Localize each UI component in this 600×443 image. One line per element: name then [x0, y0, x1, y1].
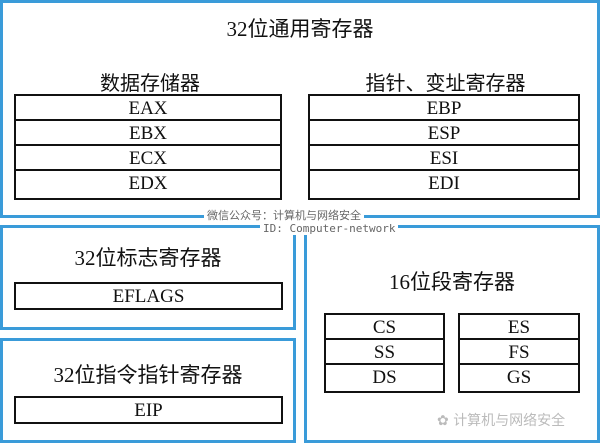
register-ebp: EBP — [310, 96, 578, 121]
flags-register-title: 32位标志寄存器 — [74, 246, 222, 270]
register-esp: ESP — [310, 121, 578, 146]
register-eax: EAX — [16, 96, 280, 121]
register-es: ES — [460, 315, 578, 340]
flags-register-box: EFLAGS — [14, 282, 283, 310]
register-eip: EIP — [134, 400, 163, 421]
register-ss: SS — [326, 340, 443, 365]
instruction-pointer-panel: 32位指令指针寄存器 EIP — [0, 338, 296, 443]
data-registers-box: EAX EBX ECX EDX — [14, 94, 282, 200]
pointer-registers-label: 指针、变址寄存器 — [365, 73, 526, 95]
register-fs: FS — [460, 340, 578, 365]
segment-registers-panel: 16位段寄存器 CS SS DS ES FS GS ✿ 计算机与网络安全 — [304, 225, 600, 443]
instruction-pointer-title: 32位指令指针寄存器 — [53, 363, 243, 387]
register-cs: CS — [326, 315, 443, 340]
watermark-line2: ID: Computer-network — [260, 222, 399, 235]
instruction-pointer-box: EIP — [14, 396, 283, 424]
wechat-icon: ✿ — [437, 413, 449, 429]
register-ecx: ECX — [16, 146, 280, 171]
watermark-logo-text: 计算机与网络安全 — [453, 413, 566, 429]
register-eflags: EFLAGS — [112, 286, 185, 307]
segment-right-box: ES FS GS — [458, 313, 580, 393]
register-gs: GS — [506, 367, 532, 388]
register-edi: EDI — [428, 173, 460, 194]
segment-registers-title: 16位段寄存器 — [389, 270, 515, 294]
register-esi: ESI — [310, 146, 578, 171]
flags-register-panel: 32位标志寄存器 EFLAGS — [0, 225, 296, 330]
register-ebx: EBX — [16, 121, 280, 146]
register-edx: EDX — [128, 173, 168, 194]
watermark-logo: ✿ 计算机与网络安全 — [437, 410, 565, 430]
pointer-registers-box: EBP ESP ESI EDI — [308, 94, 580, 200]
register-ds: DS — [372, 367, 397, 388]
general-registers-title: 32位通用寄存器 — [226, 17, 374, 41]
segment-left-box: CS SS DS — [324, 313, 445, 393]
watermark-line1: 微信公众号：计算机与网络安全 — [204, 207, 364, 223]
data-registers-label: 数据存储器 — [100, 73, 200, 95]
general-registers-panel: 32位通用寄存器 数据存储器 EAX EBX ECX EDX 指针、变址寄存器 … — [0, 0, 600, 218]
